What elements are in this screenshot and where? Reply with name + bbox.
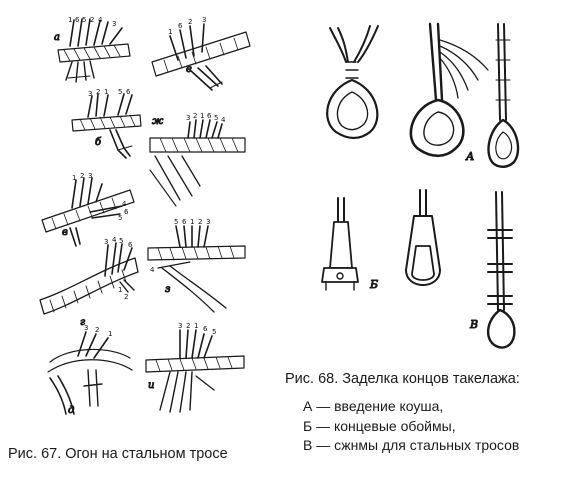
- strand-num: 5: [118, 88, 122, 96]
- fig67-panel-z-drawing: [147, 225, 246, 313]
- fig67-panel-a-drawing: [57, 18, 131, 83]
- strand-num: 6: [75, 16, 80, 24]
- fig67-strand-numbers: 1 6 5 2 4 3 3 2 1 5 6 1 2 3 4 6 5 3 4 5 …: [68, 16, 226, 338]
- strand-num: 6: [182, 218, 187, 226]
- strand-num: 3: [88, 172, 92, 180]
- strand-num: 1: [68, 16, 72, 24]
- fig68-thimble-eye-3: [487, 23, 520, 168]
- strand-num: 4: [221, 116, 226, 124]
- fig67-panel-v-drawing: [41, 177, 135, 247]
- strand-num: 2: [186, 322, 190, 330]
- strand-num: 5: [214, 114, 218, 122]
- strand-num: 1: [200, 112, 204, 120]
- strand-num: 6: [203, 325, 208, 333]
- fig68-end-fitting-eye: [405, 189, 441, 286]
- strand-num: 2: [96, 88, 100, 96]
- fig67-label-a: а: [54, 32, 60, 43]
- strand-num: 1: [108, 330, 112, 338]
- strand-num: 2: [80, 172, 84, 180]
- strand-num: 6: [178, 22, 183, 30]
- fig68-label-B: Б: [369, 278, 378, 291]
- strand-num: 3: [186, 114, 190, 122]
- strand-num: 1: [194, 322, 198, 330]
- strand-num: 1: [72, 174, 76, 182]
- figure67-caption: Рис. 67. Огон на стальном тросе: [8, 446, 228, 462]
- fig67-label-b: б: [95, 137, 102, 148]
- strand-num: 2: [198, 218, 202, 226]
- fig67-label-i: и: [148, 380, 154, 391]
- fig68-label-V: В: [469, 318, 478, 331]
- strand-num: 3: [206, 218, 210, 226]
- strand-num: 6: [126, 88, 131, 96]
- figure68-caption: Рис. 68. Заделка концов такелажа:: [285, 371, 520, 387]
- strand-num: 5: [119, 237, 123, 245]
- legend-item-a: А — введение коуша,: [303, 398, 444, 414]
- fig67-panel-e-drawing: [151, 23, 251, 91]
- strand-num: 3: [178, 322, 182, 330]
- fig67-panel-b-drawing: [71, 93, 142, 159]
- strand-num: 3: [104, 238, 108, 246]
- fig67-panel-g-drawing: [39, 242, 139, 315]
- strand-num: 2: [188, 18, 192, 26]
- fig68-rope-clamps: [487, 191, 516, 349]
- fig67-label-g: г: [80, 317, 85, 328]
- strand-num: 3: [202, 16, 206, 24]
- fig68-label-A: А: [465, 150, 474, 163]
- strand-num: 4: [98, 16, 103, 24]
- legend-item-v: В — сжнмы для стальных тросов: [303, 437, 520, 453]
- strand-num: 5: [118, 214, 122, 222]
- strand-num: 2: [193, 112, 197, 120]
- fig67-label-zh: ж: [152, 116, 164, 127]
- strand-num: 2: [95, 326, 99, 334]
- strand-num: 5: [174, 218, 178, 226]
- strand-num: 5: [212, 328, 216, 336]
- fig68-thimble-eye-2: [409, 22, 489, 158]
- figure68-legend: А — введение коуша, Б — концевые обоймы,…: [303, 397, 519, 456]
- fig67-label-v: в: [62, 227, 68, 238]
- strand-num: 1: [190, 218, 194, 226]
- strand-num: 2: [90, 16, 94, 24]
- fig67-label-e: е: [186, 64, 192, 75]
- strand-num: 2: [124, 293, 128, 301]
- strand-num: 1: [118, 286, 122, 294]
- strand-num: 5: [82, 16, 86, 24]
- strand-num: 6: [128, 241, 133, 249]
- fig68-end-fitting-fork: [321, 197, 359, 291]
- fig67-panel-i-drawing: [145, 329, 245, 413]
- legend-item-b: Б — концевые обоймы,: [303, 417, 456, 434]
- strand-num: 4: [112, 236, 117, 244]
- strand-num: 3: [112, 20, 116, 28]
- strand-num: 1: [168, 28, 172, 36]
- strand-num: 3: [84, 324, 88, 332]
- strand-num: 6: [207, 112, 212, 120]
- fig67-panel-zh-drawing: [149, 119, 246, 207]
- strand-num: 4: [150, 266, 155, 274]
- strand-num: 4: [122, 200, 127, 208]
- fig68-thimble-eye-1: [326, 25, 379, 140]
- strand-num: 1: [104, 88, 108, 96]
- fig67-panel-d-drawing: [47, 331, 133, 415]
- strand-num: 6: [124, 208, 129, 216]
- fig67-label-z: з: [165, 284, 170, 295]
- fig67-label-d: д: [68, 405, 74, 416]
- strand-num: 3: [88, 90, 92, 98]
